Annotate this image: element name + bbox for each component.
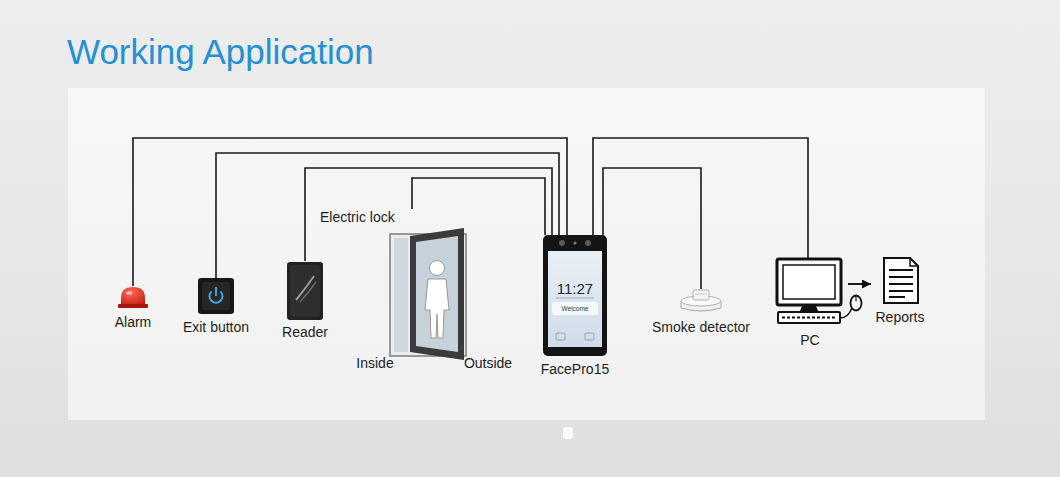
content-panel-part <box>68 88 985 420</box>
component-label-text: FacePro15 <box>541 361 609 378</box>
pc-icon-part <box>782 317 836 319</box>
component-label: Smoke detector <box>649 319 754 336</box>
icon-area <box>180 278 253 314</box>
pc-icon-part <box>800 306 818 311</box>
report-document-icon-part <box>889 283 913 285</box>
report-document-icon-part <box>889 296 905 298</box>
exit-button-icon-part <box>198 278 234 314</box>
content-panel <box>68 88 985 439</box>
exit-button-node: Exit button <box>180 278 253 336</box>
signal-wire <box>412 178 545 235</box>
door-illustration-part <box>394 238 408 352</box>
pc-icon-part <box>778 312 840 323</box>
icon-area <box>774 258 846 324</box>
pc-node: PC <box>774 258 846 349</box>
component-label-text: PC <box>800 332 819 349</box>
face-terminal-device-part <box>556 298 594 299</box>
card-reader-icon-part <box>300 282 316 302</box>
face-terminal-device <box>543 235 607 356</box>
door-lock-node: Electric lock <box>320 209 468 359</box>
smoke-detector-icon <box>681 290 721 311</box>
component-label: Reports <box>872 309 928 326</box>
alarm-icon-part <box>121 287 145 305</box>
component-label-text: Electric lock <box>320 209 395 226</box>
side-label: Outside <box>464 355 512 372</box>
door-illustration-part <box>425 279 449 338</box>
alarm-icon-part <box>126 291 132 295</box>
icon-area <box>649 289 754 313</box>
signal-wire <box>305 168 552 261</box>
card-reader-icon-part <box>290 265 320 317</box>
door-illustration-part <box>416 236 458 352</box>
pc-icon-part <box>777 259 841 305</box>
signal-wire <box>593 138 808 258</box>
report-document-icon-part <box>910 258 918 266</box>
door-illustration-part <box>390 234 466 356</box>
signal-wire <box>216 153 559 278</box>
face-terminal-device-part <box>556 333 565 340</box>
smoke-detector-node: Smoke detector <box>649 289 754 336</box>
component-label-text: Reader <box>282 324 328 341</box>
alarm-icon-part <box>118 304 148 308</box>
screen-greeting: Welcome <box>562 305 589 313</box>
pc-icon <box>777 259 862 323</box>
side-label: Inside <box>356 355 393 372</box>
pc-icon-part <box>851 296 862 311</box>
component-label-text: Smoke detector <box>652 319 750 336</box>
report-node: Reports <box>872 257 928 326</box>
component-label: Reader <box>279 324 331 341</box>
pc-icon-part <box>783 265 835 299</box>
icon-area <box>279 261 331 320</box>
report-document-icon-part <box>889 269 913 271</box>
component-label: FacePro15 <box>538 361 613 378</box>
card-reader-icon <box>287 262 323 320</box>
report-document-icon-part <box>889 290 913 292</box>
component-label: Alarm <box>112 314 155 331</box>
alarm-icon <box>118 287 148 308</box>
data-arrow <box>848 283 871 285</box>
report-document-icon-part <box>889 276 913 278</box>
page-title: Working Application <box>67 31 374 73</box>
exit-button-icon <box>198 278 234 314</box>
alarm-node: Alarm <box>112 286 155 331</box>
face-terminal-device-part <box>585 333 594 340</box>
door-illustration <box>390 228 466 360</box>
report-document-icon <box>884 258 918 303</box>
component-label: PC <box>774 332 846 349</box>
component-label: Exit button <box>180 319 253 336</box>
component-label-text: Alarm <box>115 314 152 331</box>
icon-area <box>872 257 928 304</box>
face-terminal-device-part <box>543 235 607 356</box>
door-illustration-part <box>410 228 464 360</box>
face-terminal-device-part <box>552 302 598 315</box>
exit-button-icon-part <box>215 287 217 296</box>
signal-wire <box>603 168 701 289</box>
face-terminal-device-part <box>548 251 602 347</box>
component-label-text: Reports <box>875 309 924 326</box>
face-terminal-device-part <box>559 240 565 246</box>
smoke-detector-icon-part <box>695 294 707 295</box>
report-document-icon-part <box>884 258 918 303</box>
screen-clock: 11:27 <box>557 280 593 298</box>
face-terminal-device-part <box>574 242 577 245</box>
content-panel-part <box>563 427 573 439</box>
signal-wire <box>133 138 567 286</box>
reader-node: Reader <box>279 261 331 341</box>
smoke-detector-icon-part <box>693 290 709 300</box>
card-reader-icon-part <box>287 262 323 320</box>
icon-area <box>112 286 155 308</box>
component-label: Electric lock <box>320 209 468 226</box>
exit-button-icon-part <box>202 282 230 310</box>
face-terminal-device-part <box>585 240 591 246</box>
component-label-text: Exit button <box>183 319 249 336</box>
door-illustration-part <box>430 261 445 276</box>
pc-icon-part <box>840 308 852 318</box>
pc-icon-part <box>855 296 856 301</box>
